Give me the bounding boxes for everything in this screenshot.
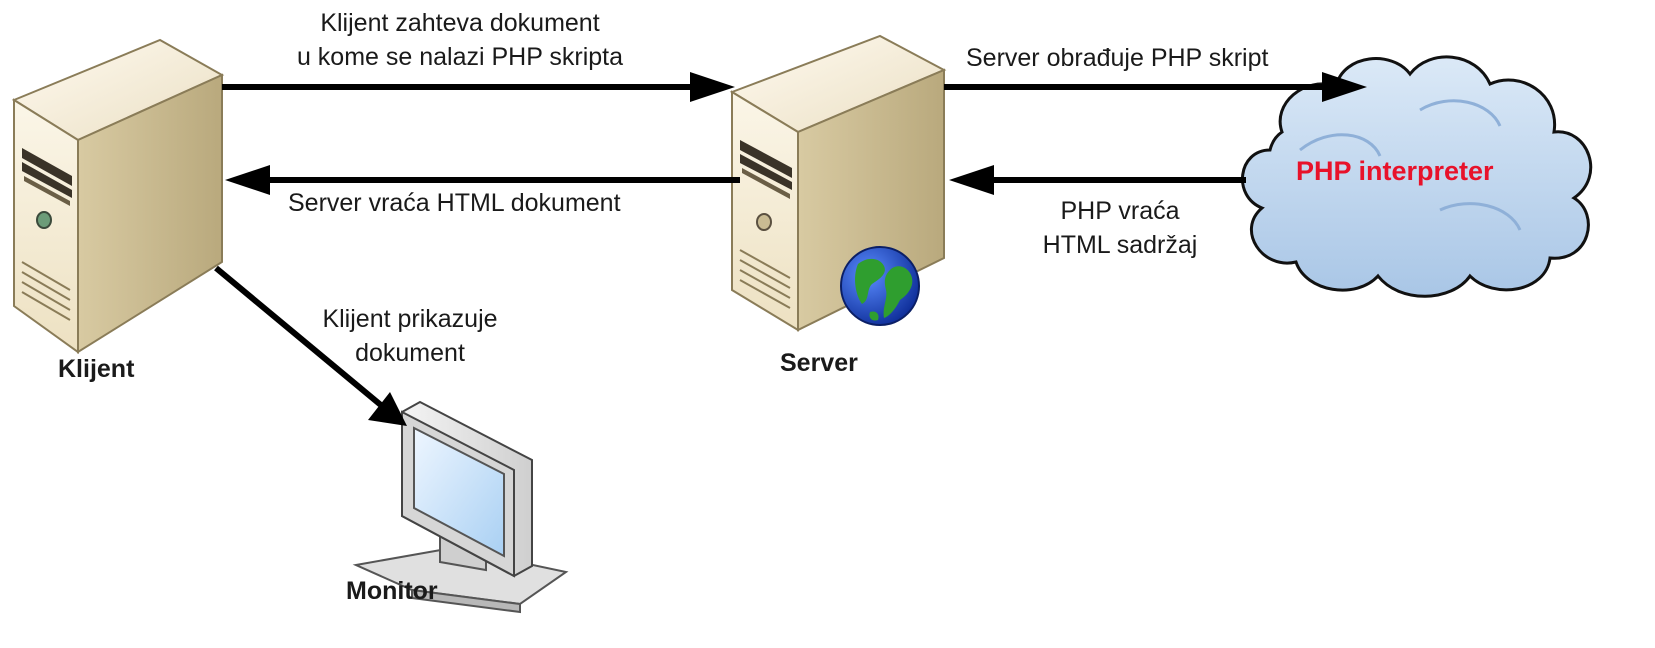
client-node-label: Klijent — [58, 355, 135, 383]
globe-icon — [840, 246, 920, 326]
server-processes-label: Server obrađuje PHP skript — [966, 44, 1269, 72]
server-returns-label: Server vraća HTML dokument — [288, 189, 621, 217]
request-label-line1: Klijent zahteva dokument — [320, 9, 600, 37]
php-returns-label: PHP vraća HTML sadržaj — [1010, 194, 1230, 262]
client-tower-icon — [11, 38, 225, 354]
client-displays-label: Klijent prikazuje dokument — [290, 302, 530, 370]
display-arrow — [214, 265, 384, 409]
request-label: Klijent zahteva dokument u kome se nalaz… — [230, 6, 690, 74]
server-node-label: Server — [780, 349, 858, 377]
monitor-node-label: Monitor — [346, 577, 438, 605]
php-returns-label-line2: HTML sadržaj — [1042, 231, 1198, 259]
client-displays-label-line2: dokument — [355, 339, 465, 367]
monitor-icon — [352, 400, 569, 614]
php-interpreter-label: PHP interpreter — [1296, 156, 1494, 186]
client-displays-label-line1: Klijent prikazuje — [322, 305, 498, 333]
arrows — [214, 72, 1367, 426]
cloud-icon — [1240, 55, 1593, 298]
request-label-line2: u kome se nalazi PHP skripta — [296, 43, 624, 71]
php-returns-label-line1: PHP vraća — [1060, 197, 1180, 225]
